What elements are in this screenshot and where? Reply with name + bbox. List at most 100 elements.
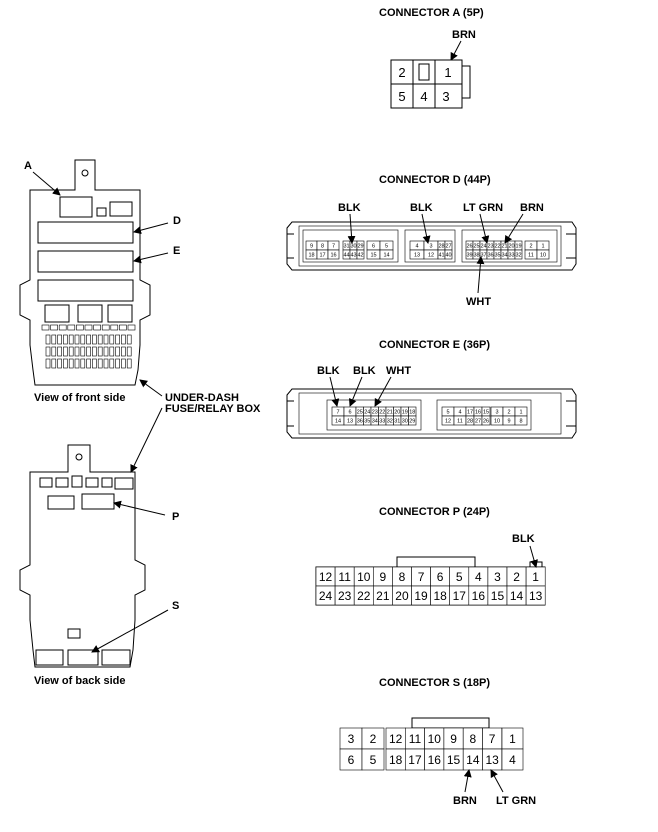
- connector-d-pin: 13: [414, 252, 420, 258]
- connector-d-wire-brn: BRN: [520, 202, 544, 214]
- connector-e-pin: 2: [507, 409, 510, 415]
- small-fuse: [74, 334, 80, 345]
- connector-d-pin: 5: [385, 243, 388, 249]
- connector-p-body: [396, 556, 543, 569]
- fuse-box-back-view: [19, 444, 146, 668]
- connector-s-pin: 12: [389, 732, 403, 746]
- connector-e-pin: 5: [446, 409, 449, 415]
- small-fuse: [126, 334, 132, 345]
- small-fuse: [45, 358, 51, 369]
- connector-e-pin: 22: [379, 409, 385, 415]
- connector-d-pin-cell: [536, 249, 550, 260]
- connector-e-pin: 14: [335, 418, 341, 424]
- connector-d-pin: 24: [480, 243, 486, 249]
- connector-e-pin: 16: [475, 409, 481, 415]
- connector-d-pin: 35: [494, 252, 500, 258]
- connector-d-pin: 29: [357, 243, 363, 249]
- connector-d-pin: 14: [383, 252, 389, 258]
- connector-e-pin: 26: [483, 418, 489, 424]
- small-fuse: [68, 346, 74, 357]
- connector-e-pin: 10: [494, 418, 500, 424]
- callout-a-label: A: [24, 160, 32, 172]
- connector-d-pin: 3: [429, 243, 432, 249]
- connector-d-pin: 8: [321, 243, 324, 249]
- connector-d-pin: 40: [445, 252, 451, 258]
- connector-e-title: CONNECTOR E (36P): [379, 339, 490, 351]
- small-fuse: [80, 334, 86, 345]
- small-fuse: [103, 346, 109, 357]
- connector-e-pin: 35: [364, 418, 370, 424]
- connector-e-pin: 18: [409, 409, 415, 415]
- small-fuse: [101, 324, 110, 331]
- connector-d-pin: 10: [540, 252, 546, 258]
- small-fuse: [115, 358, 120, 369]
- connector-a-pin: 5: [398, 89, 405, 104]
- small-fuse: [67, 324, 76, 331]
- connector-p-pin: 2: [513, 570, 520, 584]
- small-fuse: [50, 324, 58, 331]
- connector-d-pin: 33: [508, 252, 514, 258]
- connector-d-pin: 18: [308, 252, 314, 258]
- connector-e-pin: 33: [379, 418, 385, 424]
- connector-a-pin: 2: [398, 65, 405, 80]
- connector-d-wire-blk: BLK: [338, 202, 361, 214]
- connector-s-pin: 5: [370, 753, 377, 767]
- connector-e-body: [286, 388, 577, 439]
- connector-d-pin: 6: [372, 243, 375, 249]
- connector-e-pin: 21: [387, 409, 393, 415]
- connector-e-pin: 13: [347, 418, 353, 424]
- connector-s-pin: 17: [408, 753, 422, 767]
- fuse-box-front-view: [19, 159, 151, 386]
- connector-d-pin-cell: [514, 249, 523, 260]
- callout-d-label: D: [173, 215, 181, 227]
- small-fuse: [109, 346, 115, 357]
- connector-s-pin: 1: [509, 732, 516, 746]
- connector-e-pin: 4: [458, 409, 461, 415]
- connector-p-pin: 13: [529, 589, 543, 603]
- connector-d-pin: 17: [319, 252, 325, 258]
- connector-s-wire-brn: BRN: [453, 795, 477, 807]
- connector-d-pin: 34: [501, 252, 507, 258]
- connector-d-pin: 4: [415, 243, 418, 249]
- connector-s-pin-cell: [501, 748, 524, 771]
- connector-e-pin: 27: [475, 418, 481, 424]
- small-fuse: [41, 324, 50, 331]
- connector-e-pin: 24: [364, 409, 370, 415]
- connector-d-pin: 30: [350, 243, 356, 249]
- connector-d-pin: 20: [508, 243, 514, 249]
- connector-d-pin-cell: [444, 249, 453, 260]
- connector-a-pin: 4: [420, 89, 427, 104]
- connector-p-pin: 7: [418, 570, 425, 584]
- connector-a-wire-brn: BRN: [452, 29, 476, 41]
- small-fuse: [57, 358, 62, 369]
- connector-e-pin: 29: [409, 418, 415, 424]
- small-fuse: [126, 346, 132, 357]
- small-fuse: [63, 358, 68, 369]
- small-fuse: [51, 334, 57, 345]
- small-fuse: [74, 358, 80, 369]
- connector-d-pin: 25: [473, 243, 479, 249]
- connector-d-pin: 44: [343, 252, 349, 258]
- connector-d-pin: 15: [370, 252, 376, 258]
- small-fuse: [97, 334, 103, 345]
- small-fuse: [97, 358, 103, 369]
- connector-p-pin-cell: [525, 585, 546, 606]
- small-fuse: [119, 324, 127, 331]
- connector-d-pin: 42: [357, 252, 363, 258]
- connector-p-pin: 18: [433, 589, 447, 603]
- small-fuse: [121, 346, 126, 357]
- small-fuse: [86, 346, 91, 357]
- connector-e-wire-blk: BLK: [353, 365, 376, 377]
- small-fuse: [58, 324, 67, 331]
- connector-e-pin: 23: [372, 409, 378, 415]
- back-view-caption: View of back side: [34, 675, 126, 687]
- connector-a-pin: 1: [444, 65, 451, 80]
- connector-p-pin: 20: [395, 589, 409, 603]
- small-fuse: [103, 358, 109, 369]
- small-fuse: [97, 346, 103, 357]
- connector-e-pin: 8: [519, 418, 522, 424]
- connector-d-title: CONNECTOR D (44P): [379, 174, 491, 186]
- connector-d-pin: 11: [528, 252, 534, 258]
